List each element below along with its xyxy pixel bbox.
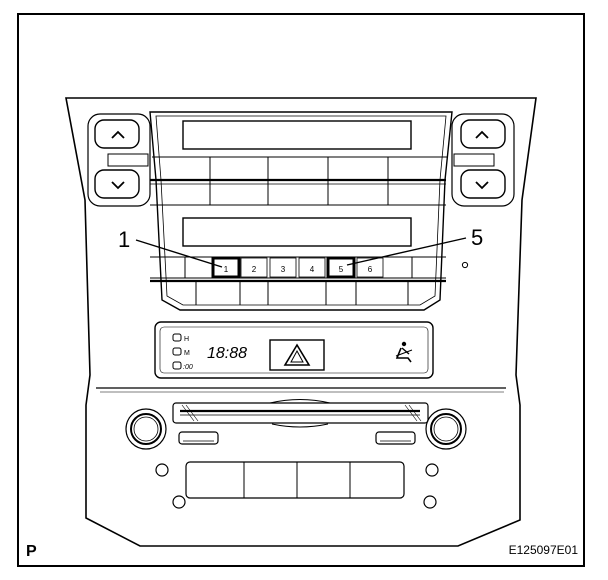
callout-leader-5 [346, 237, 467, 266]
passenger-seatbelt-icon [395, 341, 413, 363]
mount-hole [425, 463, 439, 477]
preset-button-5[interactable]: 5 [326, 256, 356, 279]
left-small-button[interactable] [178, 431, 219, 445]
right-seek-cluster [451, 113, 515, 207]
clock-display: 18:88 [207, 345, 247, 362]
clock-indicator-h[interactable]: H [172, 333, 189, 343]
mount-hole [172, 495, 186, 509]
top-display [182, 120, 412, 150]
bottom-button-bank[interactable] [185, 461, 405, 499]
cd-slot[interactable] [172, 399, 429, 428]
preset-label-4: 4 [310, 265, 315, 274]
mount-hole [155, 463, 169, 477]
chevron-up-icon[interactable] [111, 130, 125, 139]
svg-text:M: M [184, 350, 190, 357]
preset-button-4[interactable]: 4 [298, 257, 326, 278]
chevron-up-icon[interactable] [475, 130, 489, 139]
callout-label-5: 5 [471, 225, 483, 250]
preset-button-1[interactable]: 1 [211, 256, 241, 279]
svg-text::00: :00 [183, 364, 193, 371]
console-outline [65, 97, 537, 547]
left-rotary-knob[interactable] [125, 408, 167, 450]
callout-label-1: 1 [118, 227, 130, 252]
preset-label-6: 6 [368, 265, 373, 274]
preset-label-3: 3 [281, 265, 286, 274]
screw-hole [461, 261, 469, 269]
chevron-down-icon[interactable] [475, 181, 489, 190]
preset-button-row [150, 256, 446, 305]
page-marker: P [26, 543, 37, 560]
mount-hole [423, 495, 437, 509]
svg-text:H: H [184, 336, 189, 343]
clock-indicator-00[interactable]: :00 [172, 361, 193, 371]
preset-button-3[interactable]: 3 [269, 257, 297, 278]
audio-panel-inner [155, 115, 447, 306]
preset-button-2[interactable]: 2 [240, 257, 268, 278]
figure-id: E125097E01 [509, 543, 579, 557]
middle-display [182, 217, 412, 247]
callout-leader-1 [135, 239, 223, 268]
audio-panel [149, 111, 453, 311]
clock-indicator-m[interactable]: M [172, 347, 190, 357]
upper-button-grid [150, 156, 448, 206]
preset-label-1: 1 [224, 265, 229, 274]
preset-button-6[interactable]: 6 [356, 257, 384, 278]
figure-frame [17, 13, 585, 567]
chevron-down-icon[interactable] [111, 181, 125, 190]
right-small-button[interactable] [375, 431, 416, 445]
preset-label-2: 2 [252, 265, 257, 274]
hazard-triangle-icon [283, 343, 311, 366]
hazard-button[interactable] [269, 339, 325, 371]
left-seek-cluster [87, 113, 151, 207]
preset-label-5: 5 [339, 265, 344, 274]
right-rotary-knob[interactable] [425, 408, 467, 450]
clock-strip [154, 321, 434, 379]
